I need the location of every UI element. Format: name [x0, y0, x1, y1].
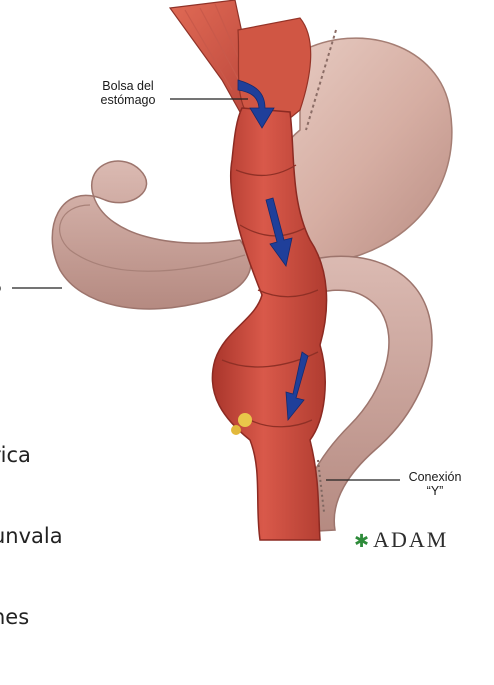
adam-logo-text: ADAM [373, 527, 448, 552]
gastric-bypass-illustration: Bolsa del estómago o Conexión “Y” rica u… [0, 0, 494, 542]
y-connection-label-line-1: Conexión [392, 470, 478, 484]
adam-logo: ✱ADAM [354, 527, 448, 553]
side-text-line-3: nes [0, 604, 63, 631]
stomach-pouch-label-line-2: estómago [78, 93, 178, 107]
intestine-loop [52, 161, 251, 309]
y-connection-label-line-2: “Y” [392, 484, 478, 498]
intestine-label-fragment: o [0, 281, 1, 295]
cropped-side-text: rica unvala nes [0, 388, 63, 685]
y-connection-label: Conexión “Y” [392, 470, 478, 498]
anatomy-drawing [0, 0, 494, 542]
stomach-pouch-label-line-1: Bolsa del [78, 79, 178, 93]
side-text-line-2: unvala [0, 523, 63, 550]
stomach-pouch-label: Bolsa del estómago [78, 79, 178, 107]
side-text-line-1: rica [0, 442, 63, 469]
fat-tissue [238, 413, 252, 427]
star-icon: ✱ [354, 531, 371, 551]
